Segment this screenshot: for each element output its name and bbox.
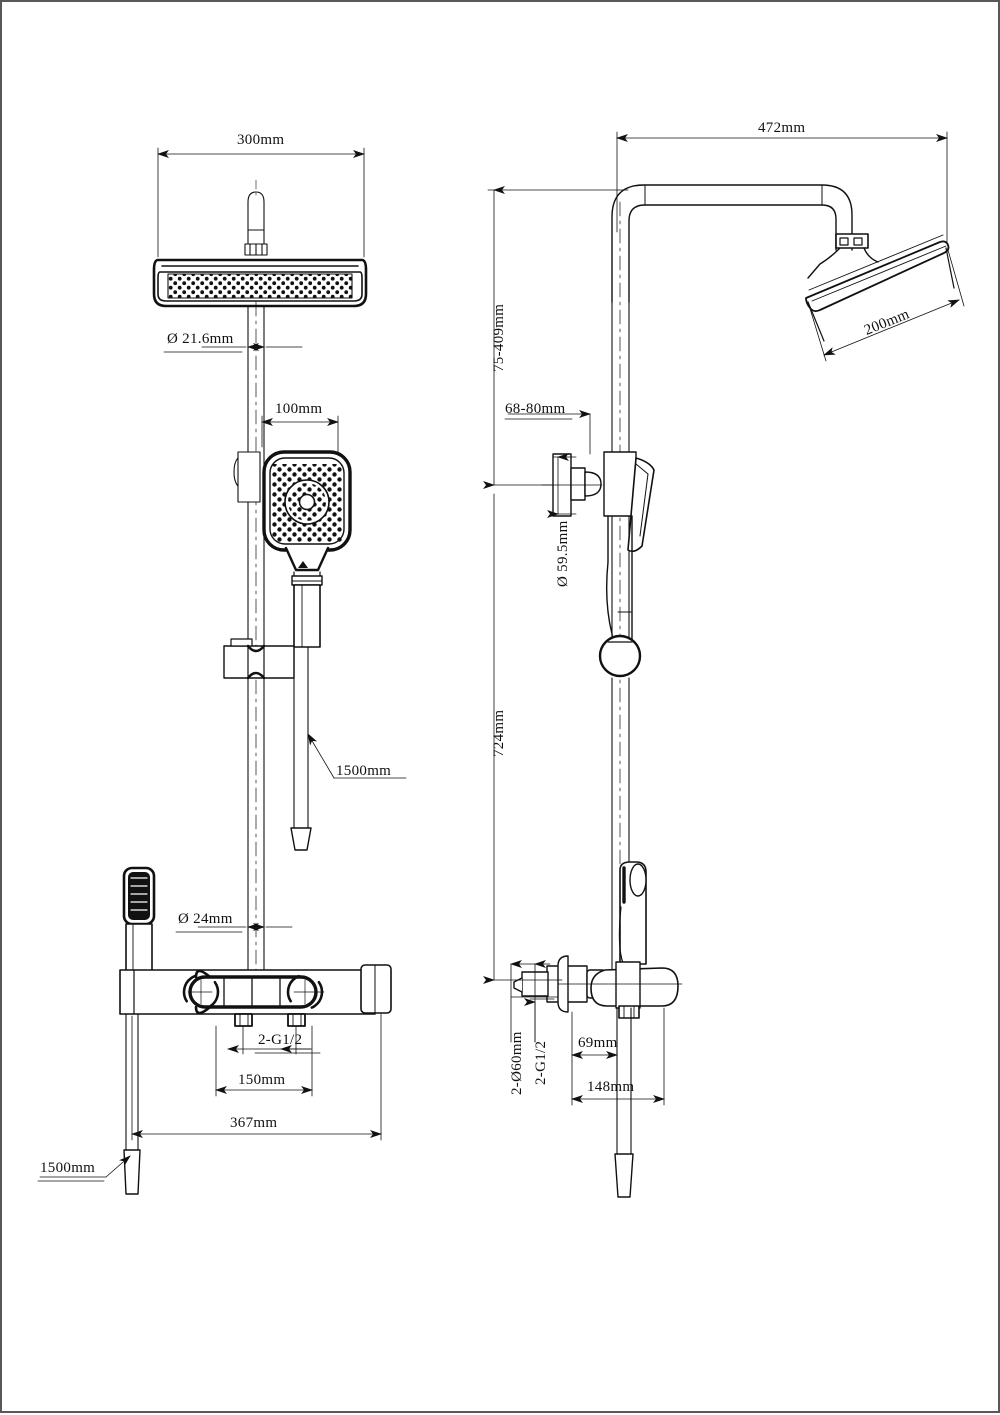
dim-overall-height — [483, 493, 563, 984]
dim-riser-dia — [175, 923, 293, 933]
side-shower-head — [805, 234, 955, 342]
dim-label-valve-projection: 69mm — [578, 1035, 618, 1051]
dim-label-handshower-offset: 100mm — [275, 401, 323, 417]
side-shower-arm — [611, 184, 869, 303]
dim-label-total-projection: 148mm — [587, 1079, 635, 1095]
handshower-front — [262, 450, 352, 648]
dim-label-overall-width: 367mm — [230, 1115, 278, 1131]
dim-overall-width — [131, 1013, 382, 1141]
dim-label-hose-length-upper: 1500mm — [336, 763, 392, 779]
dim-label-inlet-bore: 2-Ø60mm — [509, 1031, 525, 1095]
dim-label-riser-top-dia: Ø 21.6mm — [167, 331, 234, 347]
side-spray-holder — [618, 861, 647, 965]
dim-label-overall-height: 724mm — [491, 709, 507, 757]
dim-label-inlet-thread: 2-G1/2 — [258, 1032, 303, 1048]
dim-riser-top-dia — [163, 343, 303, 353]
dim-inlet-centers — [215, 1025, 313, 1097]
dim-label-overhead-width: 300mm — [237, 132, 285, 148]
dim-handshower-offset — [261, 415, 339, 458]
dim-head-depth — [807, 249, 965, 362]
leader-hose-length-lower — [37, 1155, 131, 1182]
dim-height-range — [483, 186, 629, 489]
overhead-shower-head-front — [152, 258, 368, 308]
dim-label-height-range: 75-409mm — [491, 303, 507, 372]
leader-hose-length-upper — [307, 733, 407, 779]
dim-label-bracket-dia: Ø 59.5mm — [555, 520, 571, 587]
side-mixer-valve-body — [513, 955, 683, 1019]
dim-label-hose-length-lower: 1500mm — [40, 1160, 96, 1176]
front-hose — [290, 646, 312, 851]
front-handshower-bracket — [233, 451, 261, 503]
side-slider-ring — [598, 634, 642, 678]
front-slider-bracket — [223, 638, 295, 680]
dim-inlet-bore — [510, 960, 559, 1043]
dim-label-riser-dia: Ø 24mm — [178, 911, 233, 927]
dim-valve-projection — [571, 1011, 618, 1062]
dim-label-inlet-thread-side: 2-G1/2 — [533, 1040, 549, 1085]
dim-inlet-thread — [227, 1025, 321, 1055]
dim-wall-projection — [504, 410, 591, 455]
dim-overhead-width — [157, 147, 365, 258]
dim-label-arm-reach: 472mm — [758, 120, 806, 136]
side-handshower — [603, 451, 655, 651]
dim-bracket-dia — [547, 453, 577, 518]
dim-total-projection — [571, 1007, 665, 1106]
front-outlet-handspray — [122, 866, 156, 973]
side-wall-bracket — [541, 453, 603, 517]
dim-label-inlet-centers: 150mm — [238, 1072, 286, 1088]
front-riser-top — [244, 191, 268, 256]
front-mixer-valve-body — [119, 964, 392, 1027]
dim-label-wall-projection: 68-80mm — [505, 401, 566, 417]
dim-arm-reach — [616, 131, 948, 253]
